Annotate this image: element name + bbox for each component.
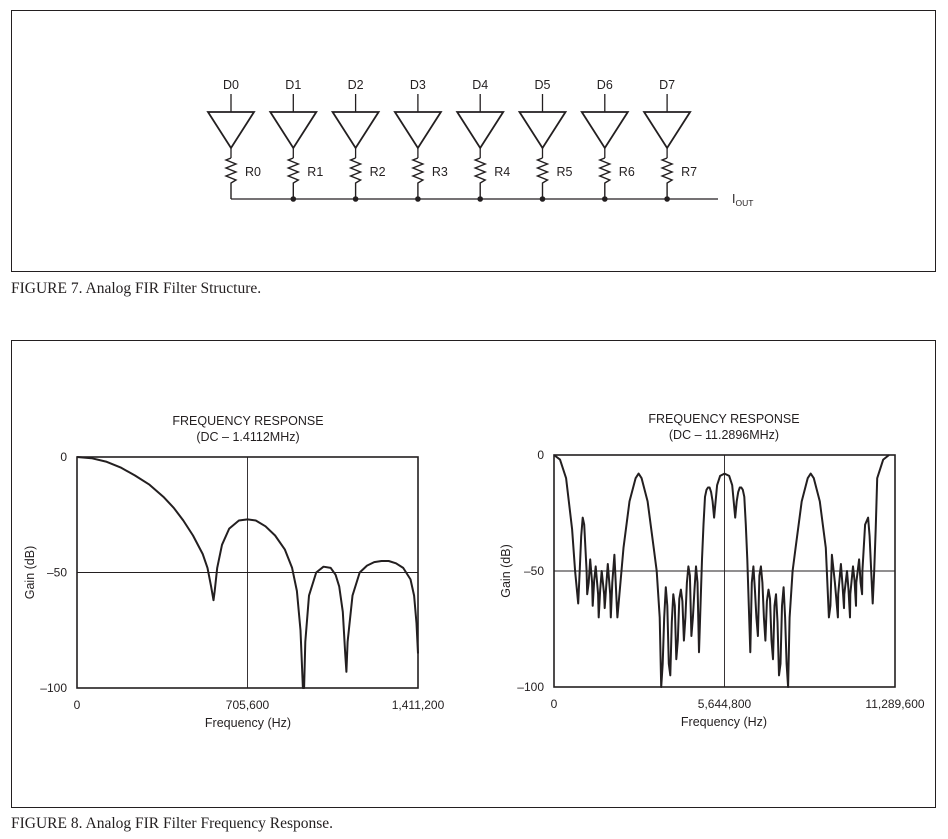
input-label-d2: D2 [348, 78, 364, 92]
resistor-label-r5: R5 [557, 165, 573, 179]
chart1-x-tick-label: 1,411,200 [392, 698, 445, 712]
input-label-d3: D3 [410, 78, 426, 92]
buffer-icon [393, 111, 443, 150]
chart2-y-tick-label: –100 [517, 680, 544, 694]
chart1-x-tick-label: 705,600 [226, 698, 270, 712]
resistor-label-r4: R4 [494, 165, 510, 179]
resistor-icon [348, 157, 363, 199]
resistor-icon [535, 157, 550, 199]
chart2-subtitle: (DC – 11.2896MHz) [669, 428, 779, 442]
buffer-icon [206, 111, 256, 150]
buffer-icon [517, 111, 568, 150]
chart1-plot-area [76, 456, 419, 689]
input-label-d7: D7 [659, 78, 675, 92]
chart2-y-axis-label: Gain (dB) [499, 544, 513, 598]
input-label-d6: D6 [597, 78, 613, 92]
chart1-y-tick-label: 0 [60, 450, 67, 464]
chart1-title: FREQUENCY RESPONSE [172, 414, 323, 428]
resistor-icon [224, 157, 238, 199]
figure7-frame [11, 10, 936, 272]
resistor-label-r3: R3 [432, 165, 448, 179]
chart2-y-tick-label: –50 [524, 564, 544, 578]
chart2-x-tick-label: 11,289,600 [865, 697, 924, 711]
resistor-icon [597, 157, 612, 199]
resistor-label-r1: R1 [307, 165, 323, 179]
resistor-label-r2: R2 [370, 165, 386, 179]
resistor-label-r0: R0 [245, 165, 261, 179]
buffer-icon [455, 111, 505, 150]
buffer-icon [642, 111, 692, 150]
output-label-main: I [732, 192, 735, 206]
chart1-y-axis-label: Gain (dB) [23, 546, 37, 600]
output-label-subscript: OUT [735, 198, 753, 208]
chart2-x-axis-label: Frequency (Hz) [681, 715, 767, 729]
figure8-caption: FIGURE 8. Analog FIR Filter Frequency Re… [11, 815, 334, 832]
buffer-icon [330, 111, 381, 150]
resistor-label-r7: R7 [681, 165, 697, 179]
chart1-series-line [76, 456, 419, 689]
resistor-icon [660, 157, 674, 199]
chart1-y-tick-label: –50 [47, 566, 67, 580]
chart2-y-tick-label: 0 [537, 448, 544, 462]
input-label-d5: D5 [535, 78, 551, 92]
input-label-d1: D1 [285, 78, 301, 92]
resistor-label-r6: R6 [619, 165, 635, 179]
chart2-series-line [553, 454, 890, 688]
chart2-x-tick-label: 0 [551, 697, 558, 711]
chart2-title: FREQUENCY RESPONSE [648, 412, 799, 426]
chart2-x-tick-label: 5,644,800 [698, 697, 752, 711]
resistor-icon [286, 157, 301, 199]
figure7-caption: FIGURE 7. Analog FIR Filter Structure. [11, 280, 262, 297]
chart2-plot-area [553, 454, 896, 688]
chart1-y-tick-label: –100 [40, 681, 67, 695]
buffer-icon [580, 111, 630, 150]
resistor-icon [473, 157, 488, 199]
input-label-d4: D4 [472, 78, 488, 92]
buffer-icon [268, 111, 318, 150]
chart1-x-axis-label: Frequency (Hz) [205, 716, 291, 730]
chart1-subtitle: (DC – 1.4112MHz) [196, 430, 299, 444]
output-label-iout: IOUT [732, 192, 753, 208]
resistor-icon [411, 157, 425, 199]
chart1-x-tick-label: 0 [74, 698, 81, 712]
figure8-frame [11, 340, 936, 808]
input-label-d0: D0 [223, 78, 239, 92]
